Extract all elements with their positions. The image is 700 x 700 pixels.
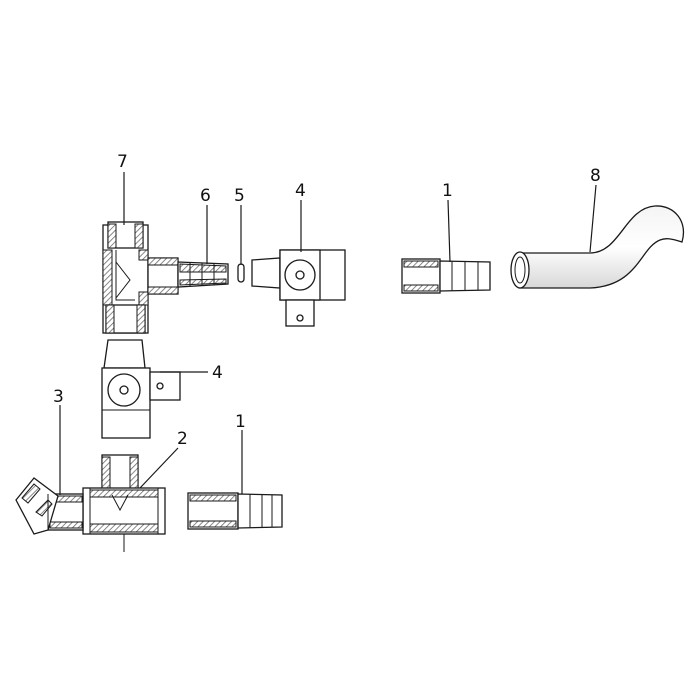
callout-2: 2 <box>177 429 188 449</box>
callout-3: 3 <box>53 387 64 407</box>
part-4-ball-valve-middle <box>101 339 181 439</box>
part-4-ball-valve-top <box>251 249 346 327</box>
callout-labels: 7 6 5 4 1 8 4 3 2 1 <box>53 152 601 449</box>
part-3-elbow-45 <box>15 477 84 535</box>
callout-4-middle: 4 <box>212 363 223 383</box>
callout-4-top: 4 <box>295 181 306 201</box>
callout-1-bottom: 1 <box>235 412 246 432</box>
callout-1-top: 1 <box>442 181 453 201</box>
callout-8: 8 <box>590 166 601 186</box>
part-2-tee <box>82 454 166 552</box>
part-6-barb-adapter <box>177 261 229 288</box>
part-7-tee-fitting <box>102 221 179 334</box>
leader-lines <box>59 172 597 495</box>
part-8-flexible-hose <box>510 205 685 289</box>
part-1-barb-insert-top <box>401 258 491 294</box>
callout-5: 5 <box>234 186 245 206</box>
part-5-o-ring <box>237 263 245 283</box>
callout-6: 6 <box>200 186 211 206</box>
callout-7: 7 <box>117 152 128 172</box>
part-1-barb-insert-bottom <box>187 492 283 530</box>
